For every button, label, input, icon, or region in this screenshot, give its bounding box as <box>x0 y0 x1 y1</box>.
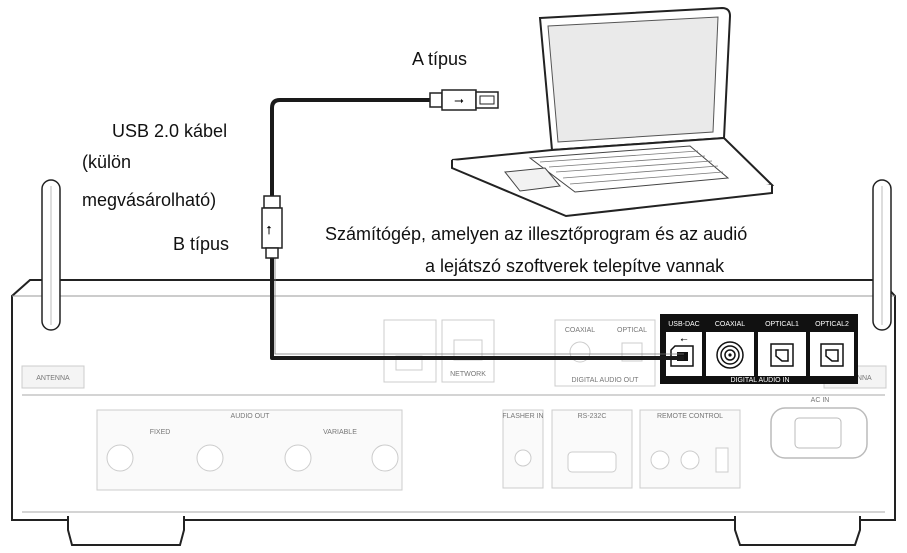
computer-caption-line2: a lejátszó szoftverek telepítve vannak <box>425 256 725 276</box>
usb-a-trident-icon: ⭢ <box>454 93 464 107</box>
coaxial-jack-icon <box>716 341 744 369</box>
digital-audio-out-label: DIGITAL AUDIO OUT <box>572 377 640 384</box>
usb-b-connector: ⭠ <box>261 195 283 259</box>
variable-label: VARIABLE <box>323 429 357 436</box>
network-label: NETWORK <box>450 371 486 378</box>
digital-out-area: COAXIAL OPTICAL DIGITAL AUDIO OUT <box>554 319 656 387</box>
audio-out-area: AUDIO OUT FIXED VARIABLE <box>96 409 403 491</box>
usb-type-b-label: B típus <box>173 234 230 254</box>
usb-trident-icon: ⭠ <box>263 225 277 235</box>
remote-control-label: REMOTE CONTROL <box>657 413 723 420</box>
fixed-label: FIXED <box>150 429 171 436</box>
usb-cable-label: USB 2.0 kábel <box>112 121 228 141</box>
device-foot-right <box>734 516 861 546</box>
optical2-label: OPTICAL2 <box>815 321 849 328</box>
optical1-label: OPTICAL1 <box>765 321 799 328</box>
digital-audio-in-label: DIGITAL AUDIO IN <box>730 377 789 384</box>
usb-a-connector: ⭢ <box>429 89 499 111</box>
optical2-port-icon <box>820 343 844 367</box>
ac-in-label: AC IN <box>811 397 830 404</box>
flasher-in-area: FLASHER IN <box>502 409 544 489</box>
sold-separately-label-line1: (külön <box>82 152 132 172</box>
sold-separately-label-line2: megvásárolható) <box>82 190 217 210</box>
rs232c-label: RS-232C <box>578 413 607 420</box>
usb-cable <box>270 254 684 360</box>
antenna-left-label: ANTENNA <box>36 375 70 382</box>
coaxial-out-label: COAXIAL <box>565 327 595 334</box>
ac-in-area: AC IN <box>770 397 868 459</box>
remote-control-area: REMOTE CONTROL <box>639 409 741 489</box>
usb-dac-label: USB-DAC <box>668 321 700 328</box>
antenna-left: ANTENNA <box>21 179 85 389</box>
laptop-icon <box>451 6 775 218</box>
device-foot-left <box>67 516 185 546</box>
audio-out-label: AUDIO OUT <box>231 413 271 420</box>
network-port-area: NETWORK <box>441 319 495 383</box>
usb-symbol-icon: ⭠ <box>680 335 687 345</box>
optical-out-label: OPTICAL <box>617 327 647 334</box>
usb-port-area <box>383 319 437 383</box>
coaxial-in-label: COAXIAL <box>715 321 745 328</box>
digital-audio-in-panel: USB-DAC COAXIAL OPTICAL1 OPTICAL2 DIGITA… <box>660 314 858 384</box>
optical1-port-icon <box>770 343 794 367</box>
usb-type-a-label: A típus <box>412 49 468 69</box>
flasher-in-label: FLASHER IN <box>502 413 543 420</box>
rs232c-area: RS-232C <box>551 409 633 489</box>
computer-caption-line1: Számítógép, amelyen az illesztőprogram é… <box>325 224 748 244</box>
usb-cable-upper <box>270 98 430 198</box>
